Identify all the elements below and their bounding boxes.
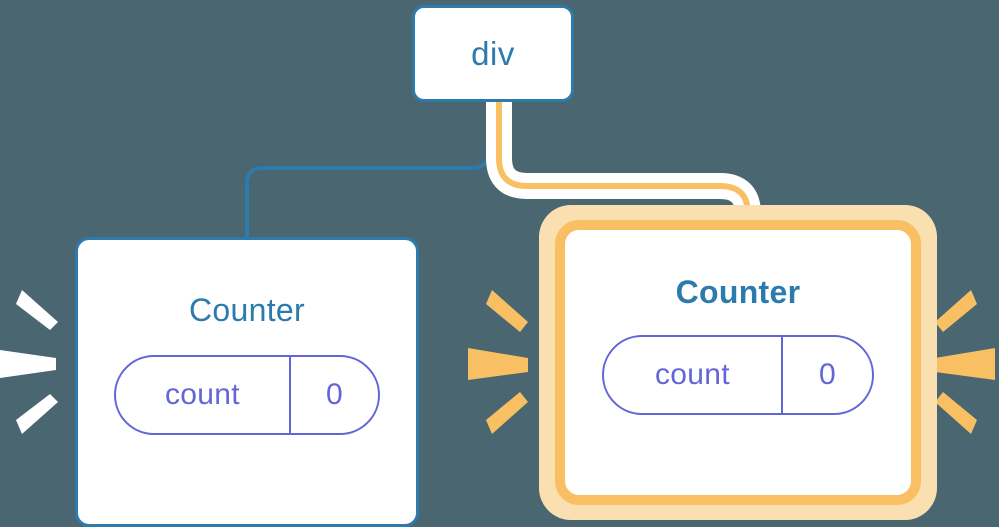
diagram-canvas: div Counter count 0 Counter count 0 [0, 5, 995, 527]
prop-chip-count-right[interactable]: count 0 [602, 335, 874, 415]
prop-chip-key: count [604, 337, 783, 413]
node-div[interactable]: div [412, 5, 574, 102]
prop-chip-key: count [116, 357, 291, 433]
node-counter-right-title: Counter [675, 274, 801, 310]
sparkle-rays-left-counter [0, 290, 58, 434]
prop-chip-value: 0 [325, 378, 343, 411]
node-counter-left-title: Counter [189, 292, 305, 328]
sparkle-rays-right-counter-left [468, 290, 528, 434]
node-counter-left[interactable]: Counter count 0 [75, 237, 419, 527]
prop-chip-value: 0 [818, 358, 836, 391]
node-counter-right-highlight-glow: Counter count 0 [539, 205, 937, 520]
node-div-title: div [471, 34, 515, 72]
node-counter-right[interactable]: Counter count 0 [555, 220, 921, 505]
sparkle-rays-right-counter-right [935, 290, 995, 434]
prop-chip-count-left[interactable]: count 0 [114, 355, 380, 435]
edge-div-to-counter-left [245, 102, 490, 239]
